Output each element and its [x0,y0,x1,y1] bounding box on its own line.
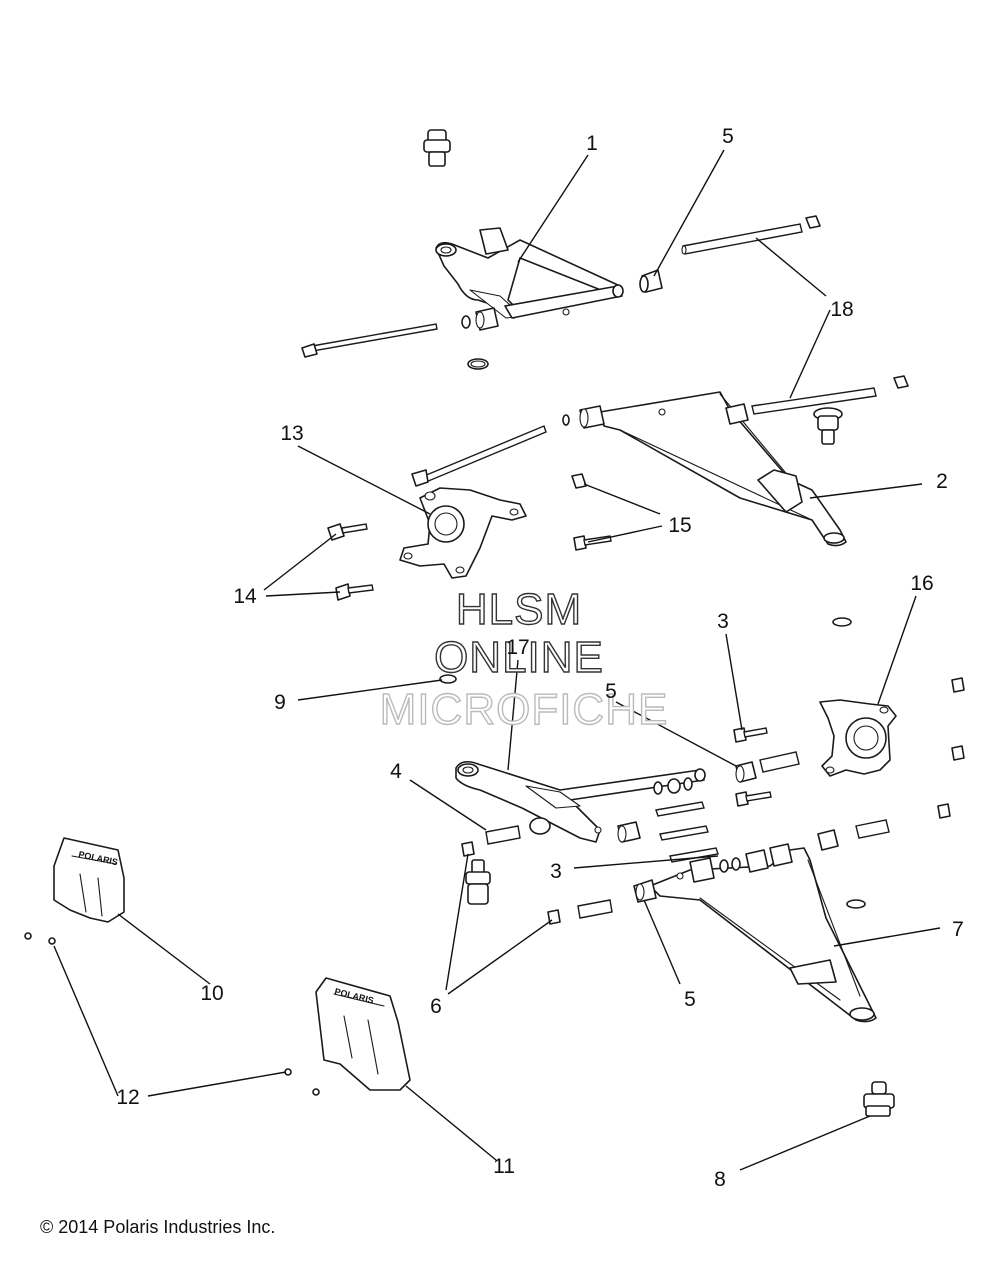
pin-lower-1 [759,751,800,773]
callout-5-lower: 5 [684,988,696,1011]
callout-4: 4 [390,760,402,783]
spindle-16 [819,699,897,777]
guard-10: POLARIS [53,837,125,923]
callout-6: 6 [430,995,442,1018]
pin-lower-4 [577,899,613,919]
screw-12b [48,937,56,945]
nut-15a [571,473,587,489]
ball-joint-8 [863,1081,895,1117]
spindle-13 [399,487,527,579]
watermark-line-3: MICROFICHE [380,685,669,734]
bushing-upper [639,269,663,293]
ball-joint-lower-left [465,859,491,905]
snap-ring-a [832,617,852,627]
callout-16: 16 [910,572,933,595]
bolt-15b [573,535,612,551]
callout-5-middle: 5 [605,680,617,703]
screw-12a [24,932,32,940]
pivot-shaft-upper [681,215,821,255]
bolt-14b [335,583,374,601]
long-bolt-2 [411,414,570,487]
bolt-14a [327,523,368,541]
bushing-7-pivot [689,843,793,883]
callout-17: 17 [506,636,529,659]
callout-7: 7 [952,918,964,941]
callout-1: 1 [586,132,598,155]
callouts: 1 5 18 13 2 15 14 16 3 17 9 5 4 3 7 10 6… [116,125,964,1191]
callout-11: 11 [493,1155,515,1178]
lower-a-arm-17 [455,760,706,843]
nut-right-3 [937,803,951,819]
screw-12d [312,1088,320,1096]
callout-9: 9 [274,691,286,714]
snap-ring-b [846,899,866,909]
nut-6a [461,841,475,857]
pivot-shaft-lower [725,375,909,425]
ball-joint-upper [423,129,451,167]
bolt-stack-center [653,777,719,863]
watermark-line-2: ONLINE [434,633,604,682]
bushing-lower-4 [817,829,839,851]
a-arm-2 [579,391,847,547]
bolt-3a [733,727,768,743]
nut-right-1 [951,677,965,693]
pin-lower-2 [485,825,521,845]
lower-a-arm-7 [633,847,877,1023]
pin-lower-3 [855,819,890,839]
snap-ring-9 [439,674,457,684]
nut-right-2 [951,745,965,761]
callout-18: 18 [830,298,853,321]
callout-5-upper: 5 [722,125,734,148]
bushing-lower-1 [617,821,641,843]
callout-13: 13 [280,422,303,445]
callout-12: 12 [116,1086,139,1109]
callout-14: 14 [233,585,257,608]
guard-11: POLARIS [315,977,411,1091]
washer-bushing-upper [461,307,499,370]
callout-2: 2 [936,470,948,493]
callout-10: 10 [200,982,223,1005]
callout-3-lower: 3 [550,860,562,883]
long-bolt-upper [301,323,438,358]
ball-joint-right [813,407,843,445]
bushing-lower-3 [529,817,551,835]
callout-15: 15 [668,514,691,537]
watermark-line-1: HLSM [456,585,582,634]
callout-3-upper: 3 [717,610,729,633]
bushing-lower-2 [735,761,757,783]
bolt-lower-2 [735,791,772,807]
leader-lines [53,149,941,1171]
callout-8: 8 [714,1168,726,1191]
upper-a-arm-front [435,227,624,319]
copyright-text: © 2014 Polaris Industries Inc. [40,1217,276,1237]
watermark: HLSM ONLINE MICROFICHE [379,584,669,734]
